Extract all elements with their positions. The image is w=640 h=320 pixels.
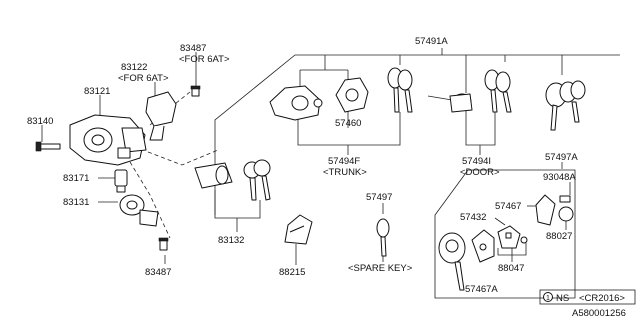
connector-83122-drawing [145,91,177,141]
switch-83171-drawing [114,169,128,193]
label-for-6at-1: <FOR 6AT> [179,54,230,65]
ignition-lock-housing-drawing [69,114,147,166]
label-83171: 83171 [63,173,89,184]
bolt-83140-drawing [35,141,61,152]
spare-key-drawing [376,218,390,257]
key-57467A-drawing [438,232,466,291]
label-83121: 83121 [84,86,110,97]
label-spare-key: <SPARE KEY> [348,263,413,274]
label-57460: 57460 [335,118,361,129]
label-57432: 57432 [460,212,486,223]
door-keys-drawing [484,69,512,113]
key-shell-57432-drawing [471,229,495,263]
label-88215: 88215 [279,267,305,278]
info-circle-icon [543,292,553,302]
label-83487-bottom: 83487 [145,267,171,278]
label-57494F: 57494F [328,156,360,167]
label-57497: 57497 [366,192,392,203]
label-93048A: 93048A [543,172,576,183]
key-set-box [434,169,576,299]
door-lock-drawing [427,93,473,113]
trunk-lock-drawing [269,85,323,121]
label-83131: 83131 [63,197,89,208]
label-cr2016: <CR2016> [579,293,625,304]
label-83487-top: 83487 [180,43,206,54]
label-83140: 83140 [27,116,53,127]
bracket-88215-drawing [284,214,313,245]
label-88047: 88047 [498,263,524,274]
label-57467A: 57467A [465,284,498,295]
immobilizer-83131-drawing [119,194,159,227]
battery-88027-drawing [558,206,574,222]
info-number-icon: 1 [546,295,550,302]
cylinder-83132-drawing [194,159,271,201]
label-door: <DOOR> [460,167,500,178]
remote-keys-drawing [545,80,586,131]
leader-lines [41,48,620,288]
label-ns: NS [556,293,569,304]
trunk-keys-drawing [387,67,413,113]
label-83132: 83132 [218,235,244,246]
screw-83487-top-drawing [190,85,201,97]
label-57497A: 57497A [545,152,578,163]
battery-note-box [539,289,636,305]
label-for-6at-2: <FOR 6AT> [118,73,169,84]
key-cover-57467-drawing [535,194,556,226]
screw-83487-bottom-drawing [158,237,169,251]
circuit-board-88047-drawing [497,225,528,249]
label-57491A: 57491A [415,36,448,47]
diagram-id: A580001256 [572,308,626,319]
label-57467: 57467 [495,201,521,212]
plate-93048A-drawing [559,195,571,203]
label-trunk: <TRUNK> [323,167,367,178]
label-88027: 88027 [546,231,572,242]
label-57494I: 57494I [462,156,491,167]
label-83122: 83122 [121,62,147,73]
gasket-57460-drawing [335,77,369,113]
